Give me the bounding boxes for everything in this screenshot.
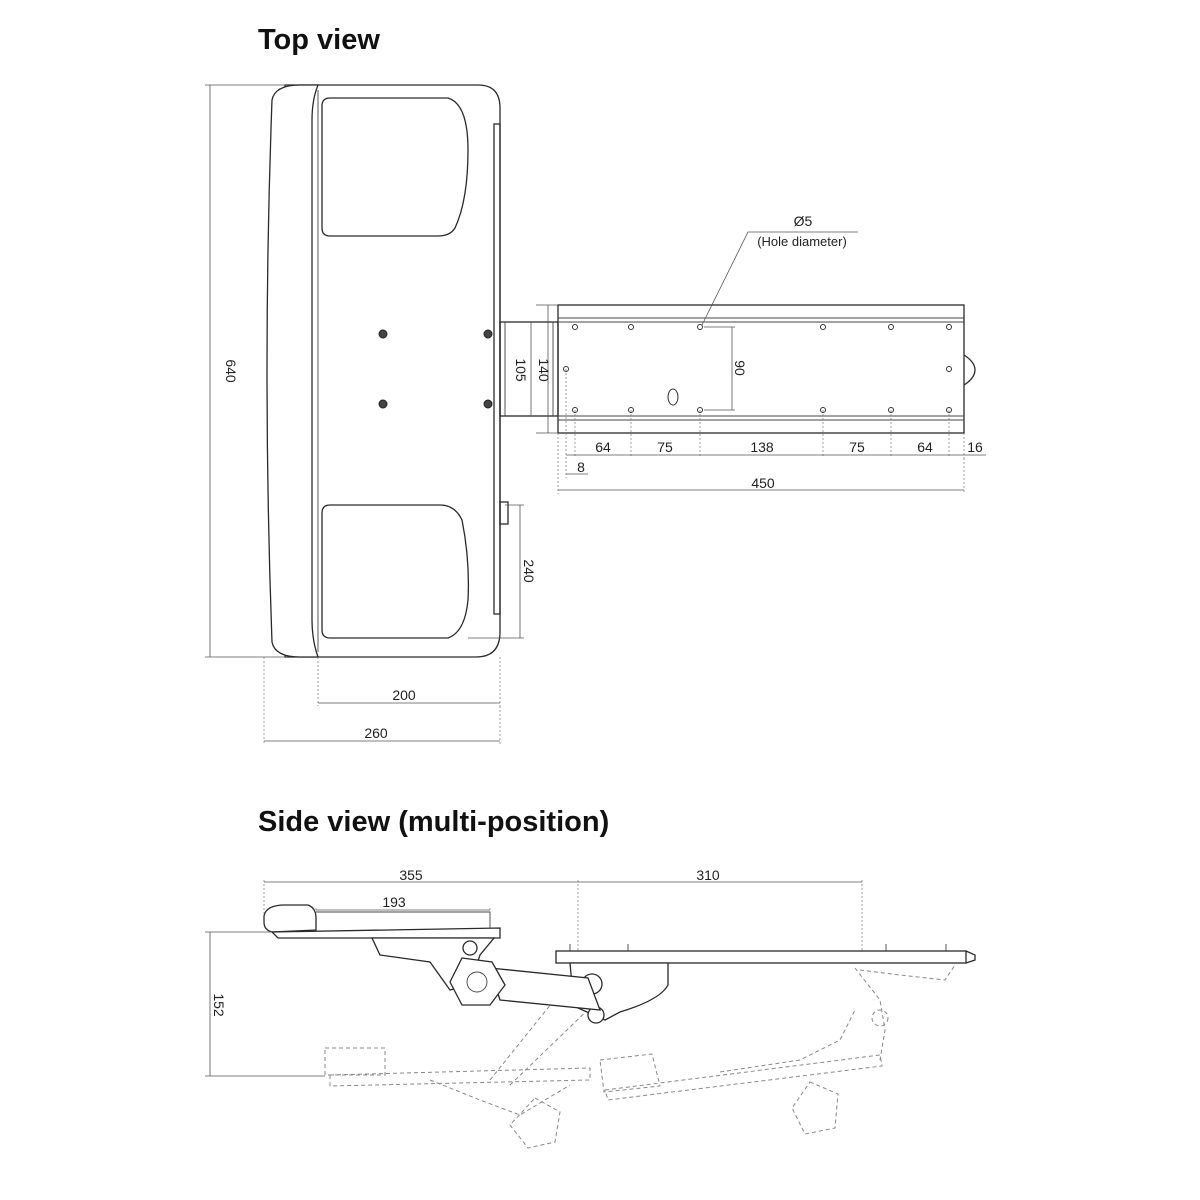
dim-spacing-label: 75	[849, 439, 865, 455]
dim-height-label: 640	[223, 359, 239, 383]
side-view-title: Side view (multi-position)	[258, 806, 610, 838]
dim-rail-ext	[557, 433, 965, 494]
upper-pad	[321, 97, 469, 237]
dim-rail-label: 450	[751, 475, 775, 491]
dim-bracket-b-label: 140	[536, 358, 552, 382]
hole-diameter-label: Ø5	[794, 213, 813, 229]
dim-hole-gap-label: 90	[732, 360, 748, 376]
side-cushion	[263, 904, 317, 933]
dim-drop-line	[205, 931, 325, 1077]
bolt	[378, 399, 388, 409]
dim-pad-length-label: 240	[521, 559, 537, 583]
rail-end-stop	[963, 354, 976, 386]
wrist-cushion	[266, 84, 319, 658]
dim-spacing-label: 64	[595, 439, 611, 455]
bolt	[483, 329, 493, 339]
dim-rail-label-side: 310	[696, 867, 720, 883]
dim-total-width-ext	[263, 657, 501, 744]
side-view: 355 310 193 152	[205, 867, 976, 1149]
knob-center	[466, 971, 488, 993]
dim-pad-length-line	[468, 504, 524, 639]
dim-pad-width-ext	[317, 657, 501, 706]
dim-pad-label: 193	[382, 894, 406, 910]
lower-clip	[499, 501, 509, 525]
dim-spacing-ext	[574, 410, 965, 458]
rail-plate	[557, 304, 965, 434]
dim-hole-gap-line	[704, 326, 735, 411]
tray-pivot	[462, 940, 478, 956]
lower-pad	[321, 504, 470, 639]
hole-note-label: (Hole diameter)	[757, 234, 847, 249]
rail-grooves	[558, 317, 964, 421]
dim-bracket-lines	[530, 304, 558, 434]
bracket-lines	[504, 322, 554, 416]
dim-spacing-label: 138	[750, 439, 774, 455]
side-pad	[316, 911, 491, 928]
dim-spacing-label: 64	[917, 439, 933, 455]
bolt	[378, 329, 388, 339]
dim-total-width-label: 260	[364, 725, 388, 741]
hole-leader	[701, 231, 858, 326]
dim-height-line	[205, 84, 285, 658]
top-view: 640 240 200 260 105 140 Ø5 (Hole diamete…	[205, 84, 986, 744]
dim-pad-width-label: 200	[392, 687, 416, 703]
tray-outline	[284, 84, 501, 658]
dim-spacing-label: 75	[657, 439, 673, 455]
ghost-position-right	[599, 964, 956, 1135]
dim-reach-label: 355	[399, 867, 423, 883]
mounting-holes	[563, 324, 952, 413]
side-strip	[493, 123, 501, 615]
dim-spacing-label: 16	[967, 439, 983, 455]
side-tray	[270, 927, 501, 939]
side-rail-end	[965, 950, 976, 964]
side-rail	[555, 950, 967, 964]
dim-reach-ext	[263, 880, 579, 951]
adjust-knob-icon	[449, 957, 506, 1006]
dim-bracket-a-label: 105	[513, 358, 529, 382]
rail-pins	[569, 944, 947, 951]
top-view-title: Top view	[258, 24, 380, 56]
dim-drop-label: 152	[211, 993, 227, 1017]
dim-offset-label: 8	[577, 459, 585, 475]
bolt	[483, 399, 493, 409]
